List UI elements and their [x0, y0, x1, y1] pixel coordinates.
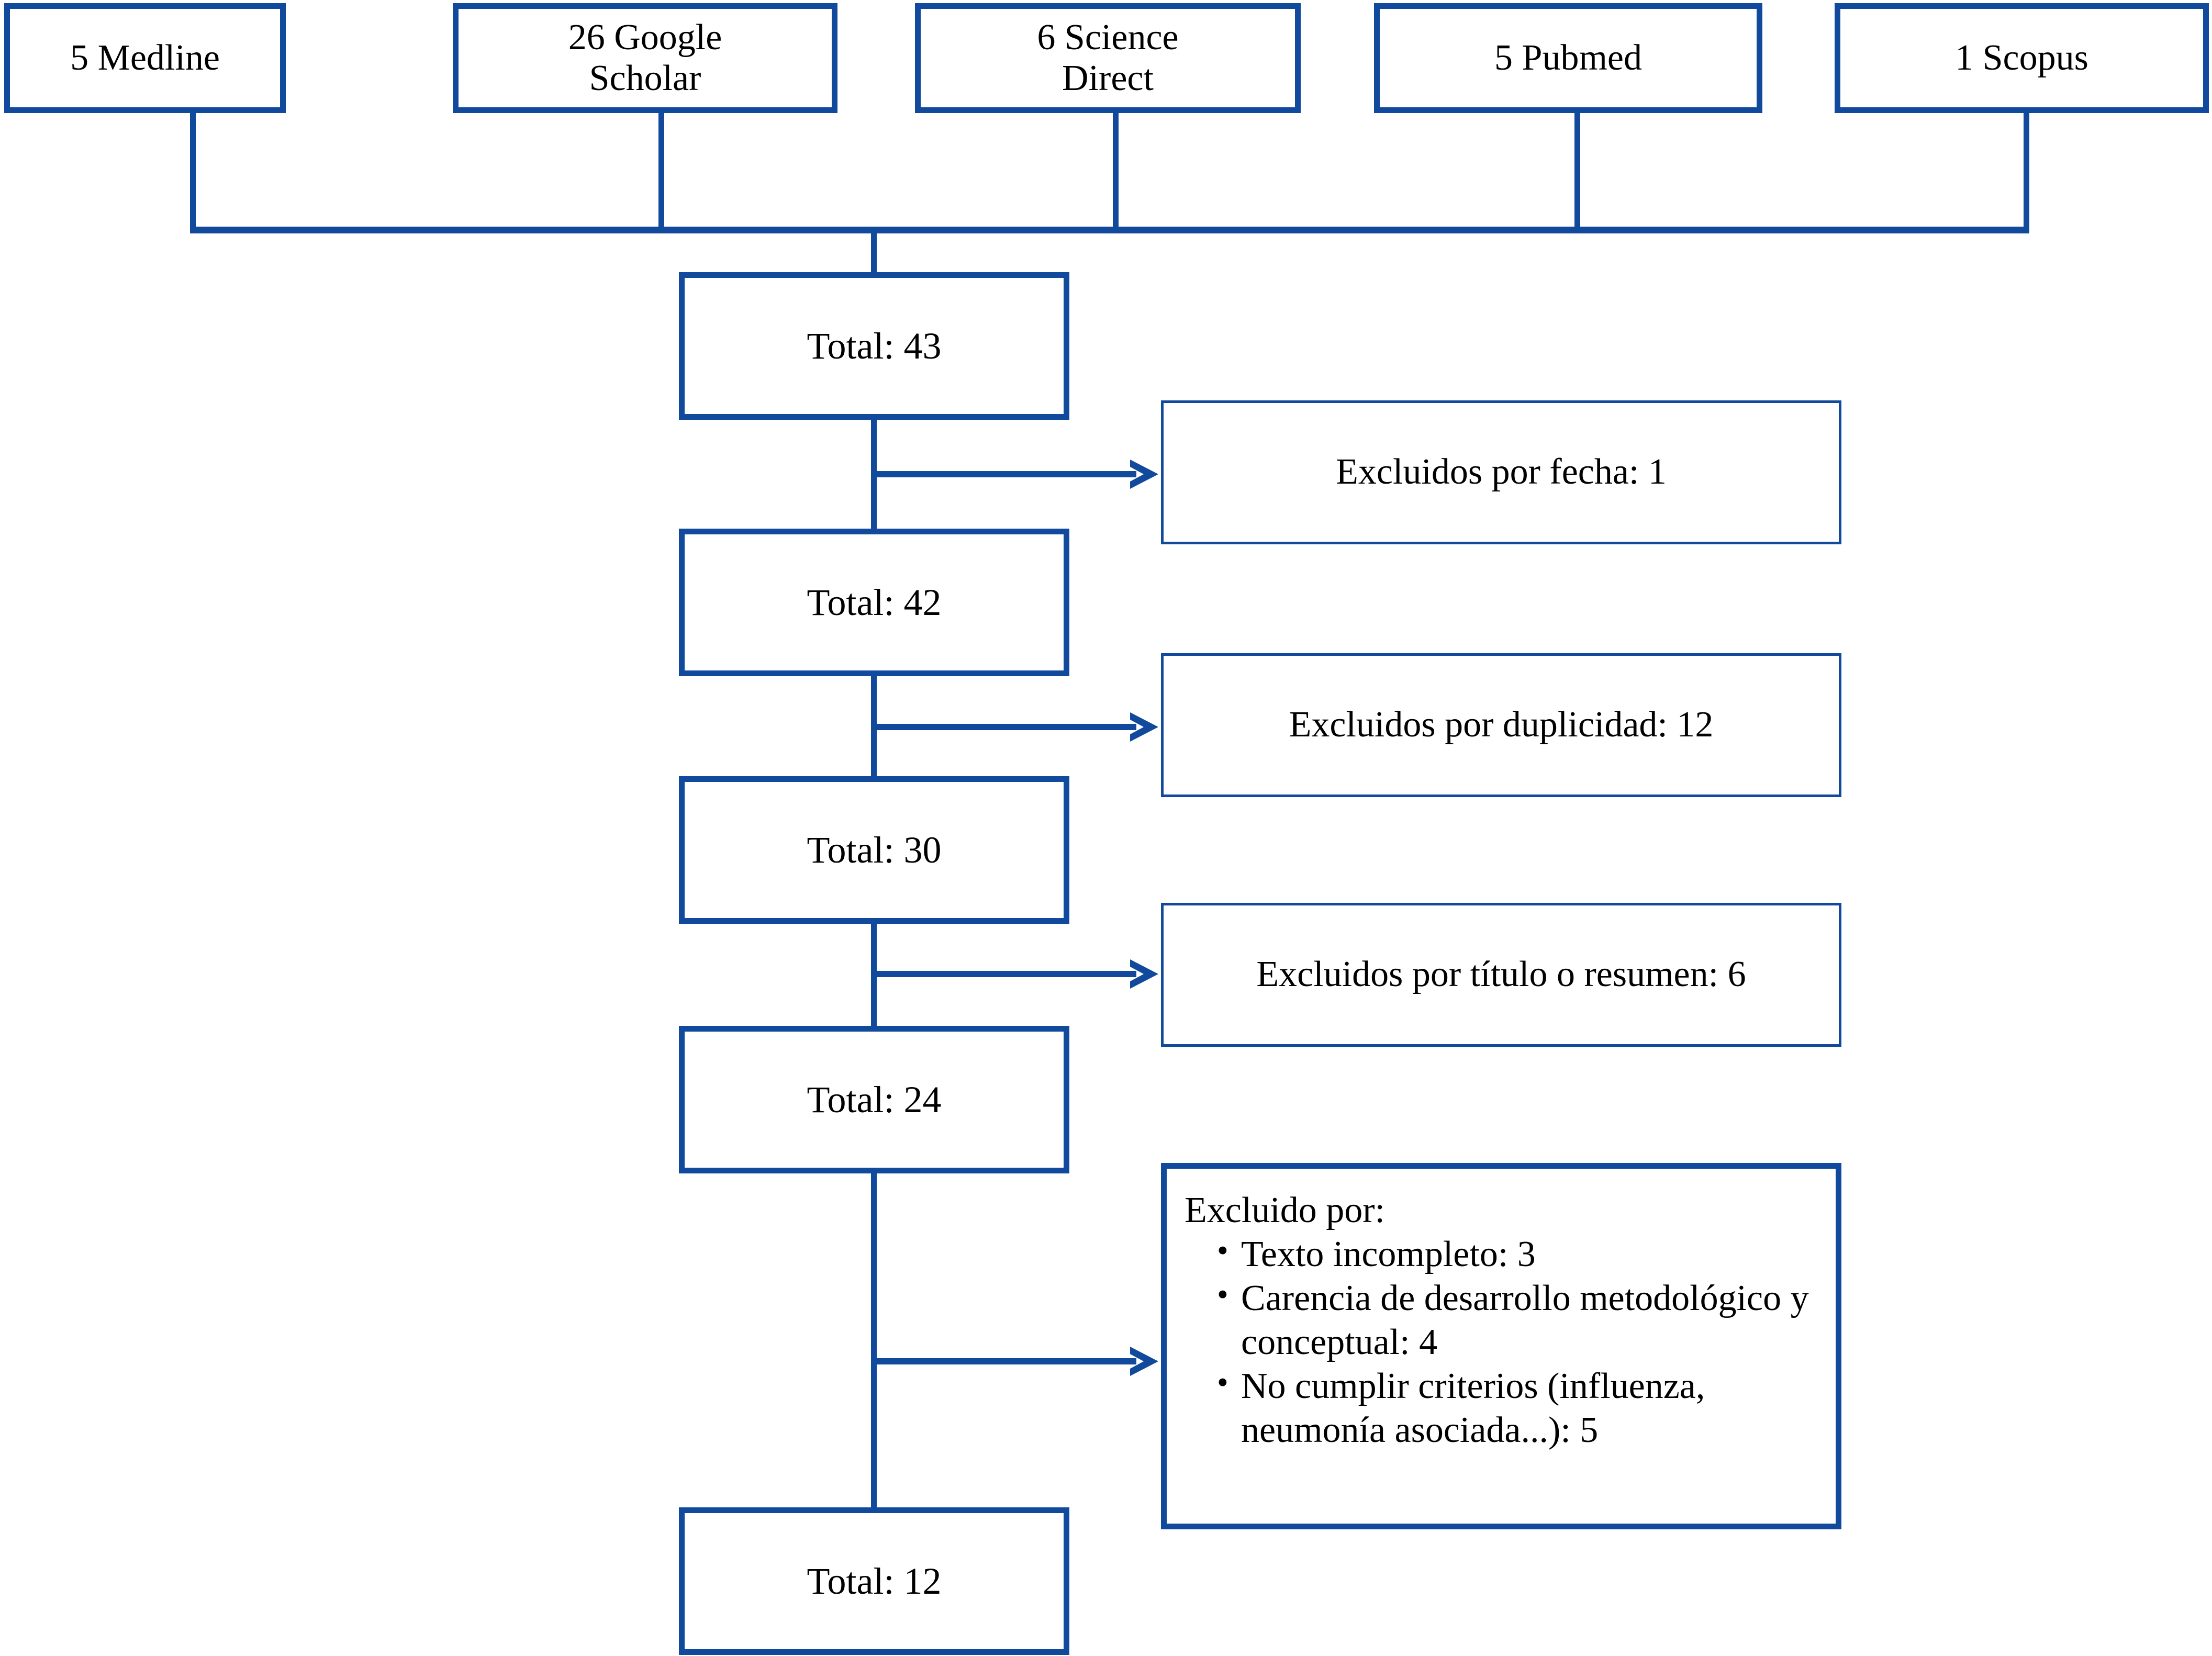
- source-label-scopus: 1 Scopus: [1955, 37, 2088, 78]
- source-box-scopus: 1 Scopus: [1835, 3, 2209, 113]
- exclusion-list-item: • Carencia de desarrollo metodológico y …: [1217, 1277, 1818, 1364]
- exclusion-list-item-label: No cumplir criterios (influenza, neumoní…: [1241, 1366, 1705, 1450]
- exclusion-list: • Texto incompleto: 3 • Carencia de desa…: [1185, 1233, 1818, 1452]
- source-label-google-scholar: 26 Google Scholar: [568, 17, 722, 98]
- connector-bus-to-total-43: [871, 227, 877, 274]
- total-box-42: Total: 42: [679, 529, 1069, 676]
- source-label-pubmed: 5 Pubmed: [1494, 37, 1642, 78]
- total-label-12: Total: 12: [807, 1560, 942, 1602]
- connector-total30-to-total24: [871, 923, 877, 1027]
- exclusion-label-titulo: Excluidos por título o resumen: 6: [1256, 954, 1746, 995]
- connector-drop-pubmed: [1574, 111, 1580, 232]
- connector-bus-sources: [190, 227, 2029, 233]
- total-label-24: Total: 24: [807, 1078, 942, 1121]
- connector-drop-scopus: [2024, 111, 2029, 232]
- source-box-science-direct: 6 Science Direct: [915, 3, 1301, 113]
- exclusion-list-header: Excluido por:: [1185, 1190, 1385, 1230]
- total-box-12: Total: 12: [679, 1507, 1069, 1655]
- connector-branch-excl-fecha: [875, 471, 1136, 477]
- exclusion-label-fecha: Excluidos por fecha: 1: [1336, 452, 1667, 493]
- connector-total24-to-total12: [871, 1172, 877, 1508]
- total-label-30: Total: 30: [807, 829, 942, 871]
- connector-branch-excl-detallado: [875, 1358, 1136, 1364]
- source-label-medline: 5 Medline: [70, 37, 220, 78]
- arrow-head-excl-titulo: [1128, 953, 1170, 995]
- connector-total43-to-total42: [871, 419, 877, 530]
- connector-total42-to-total30: [871, 675, 877, 777]
- source-box-medline: 5 Medline: [4, 3, 286, 113]
- total-label-43: Total: 43: [807, 325, 942, 367]
- connector-branch-excl-titulo: [875, 971, 1136, 977]
- total-box-30: Total: 30: [679, 776, 1069, 924]
- bullet-icon: •: [1217, 1365, 1228, 1401]
- connector-drop-medline: [190, 111, 196, 232]
- connector-branch-excl-duplicidad: [875, 724, 1136, 730]
- total-box-43: Total: 43: [679, 272, 1069, 420]
- connector-drop-google-scholar: [658, 111, 664, 232]
- exclusion-list-item: • No cumplir criterios (influenza, neumo…: [1217, 1364, 1818, 1452]
- exclusion-box-detallado: Excluido por: • Texto incompleto: 3 • Ca…: [1161, 1163, 1841, 1529]
- exclusion-box-titulo: Excluidos por título o resumen: 6: [1161, 903, 1841, 1047]
- arrow-head-excl-fecha: [1128, 453, 1170, 495]
- source-box-google-scholar: 26 Google Scholar: [453, 3, 837, 113]
- arrow-head-excl-detallado: [1128, 1340, 1170, 1382]
- arrow-head-excl-duplicidad: [1128, 706, 1170, 748]
- exclusion-box-fecha: Excluidos por fecha: 1: [1161, 400, 1841, 544]
- exclusion-list-item: • Texto incompleto: 3: [1217, 1233, 1818, 1277]
- total-box-24: Total: 24: [679, 1026, 1069, 1173]
- total-label-42: Total: 42: [807, 581, 942, 623]
- exclusion-box-duplicidad: Excluidos por duplicidad: 12: [1161, 653, 1841, 797]
- exclusion-label-duplicidad: Excluidos por duplicidad: 12: [1289, 704, 1714, 745]
- bullet-icon: •: [1217, 1277, 1228, 1313]
- connector-drop-science-direct: [1113, 111, 1119, 232]
- source-box-pubmed: 5 Pubmed: [1374, 3, 1762, 113]
- bullet-icon: •: [1217, 1233, 1228, 1269]
- exclusion-list-item-label: Texto incompleto: 3: [1241, 1234, 1536, 1274]
- exclusion-list-item-label: Carencia de desarrollo metodológico y co…: [1241, 1278, 1809, 1362]
- source-label-science-direct: 6 Science Direct: [1037, 17, 1179, 98]
